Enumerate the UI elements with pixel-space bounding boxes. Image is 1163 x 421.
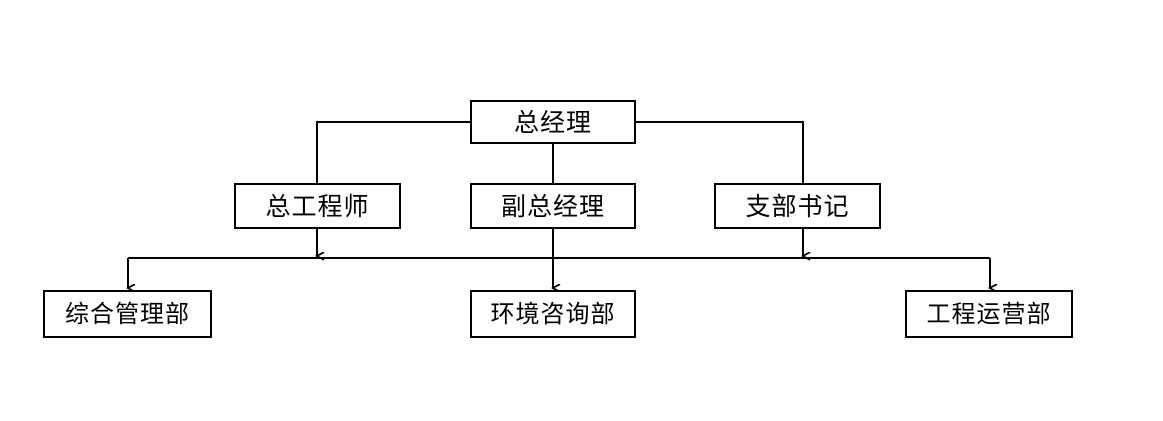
org-node-label: 综合管理部 xyxy=(65,300,190,328)
org-node-branch-secretary[interactable]: 支部书记 xyxy=(714,183,881,229)
org-node-label: 总工程师 xyxy=(265,191,370,221)
org-node-deputy-general-manager[interactable]: 副总经理 xyxy=(470,183,636,229)
org-node-general-manager[interactable]: 总经理 xyxy=(470,100,636,144)
connector-gm-to-chief-engineer xyxy=(315,120,470,183)
org-node-engineering-operations-dept[interactable]: 工程运营部 xyxy=(905,290,1073,338)
org-node-label: 副总经理 xyxy=(500,191,605,221)
org-node-label: 支部书记 xyxy=(745,191,850,221)
org-node-label: 工程运营部 xyxy=(926,300,1052,328)
connector-gm-to-branch-secretary xyxy=(636,120,805,183)
org-node-label: 环境咨询部 xyxy=(490,300,616,328)
org-node-chief-engineer[interactable]: 总工程师 xyxy=(234,183,401,229)
org-node-environmental-consulting-dept[interactable]: 环境咨询部 xyxy=(470,290,636,338)
org-node-general-management-dept[interactable]: 综合管理部 xyxy=(43,290,212,338)
org-node-label: 总经理 xyxy=(513,107,592,137)
